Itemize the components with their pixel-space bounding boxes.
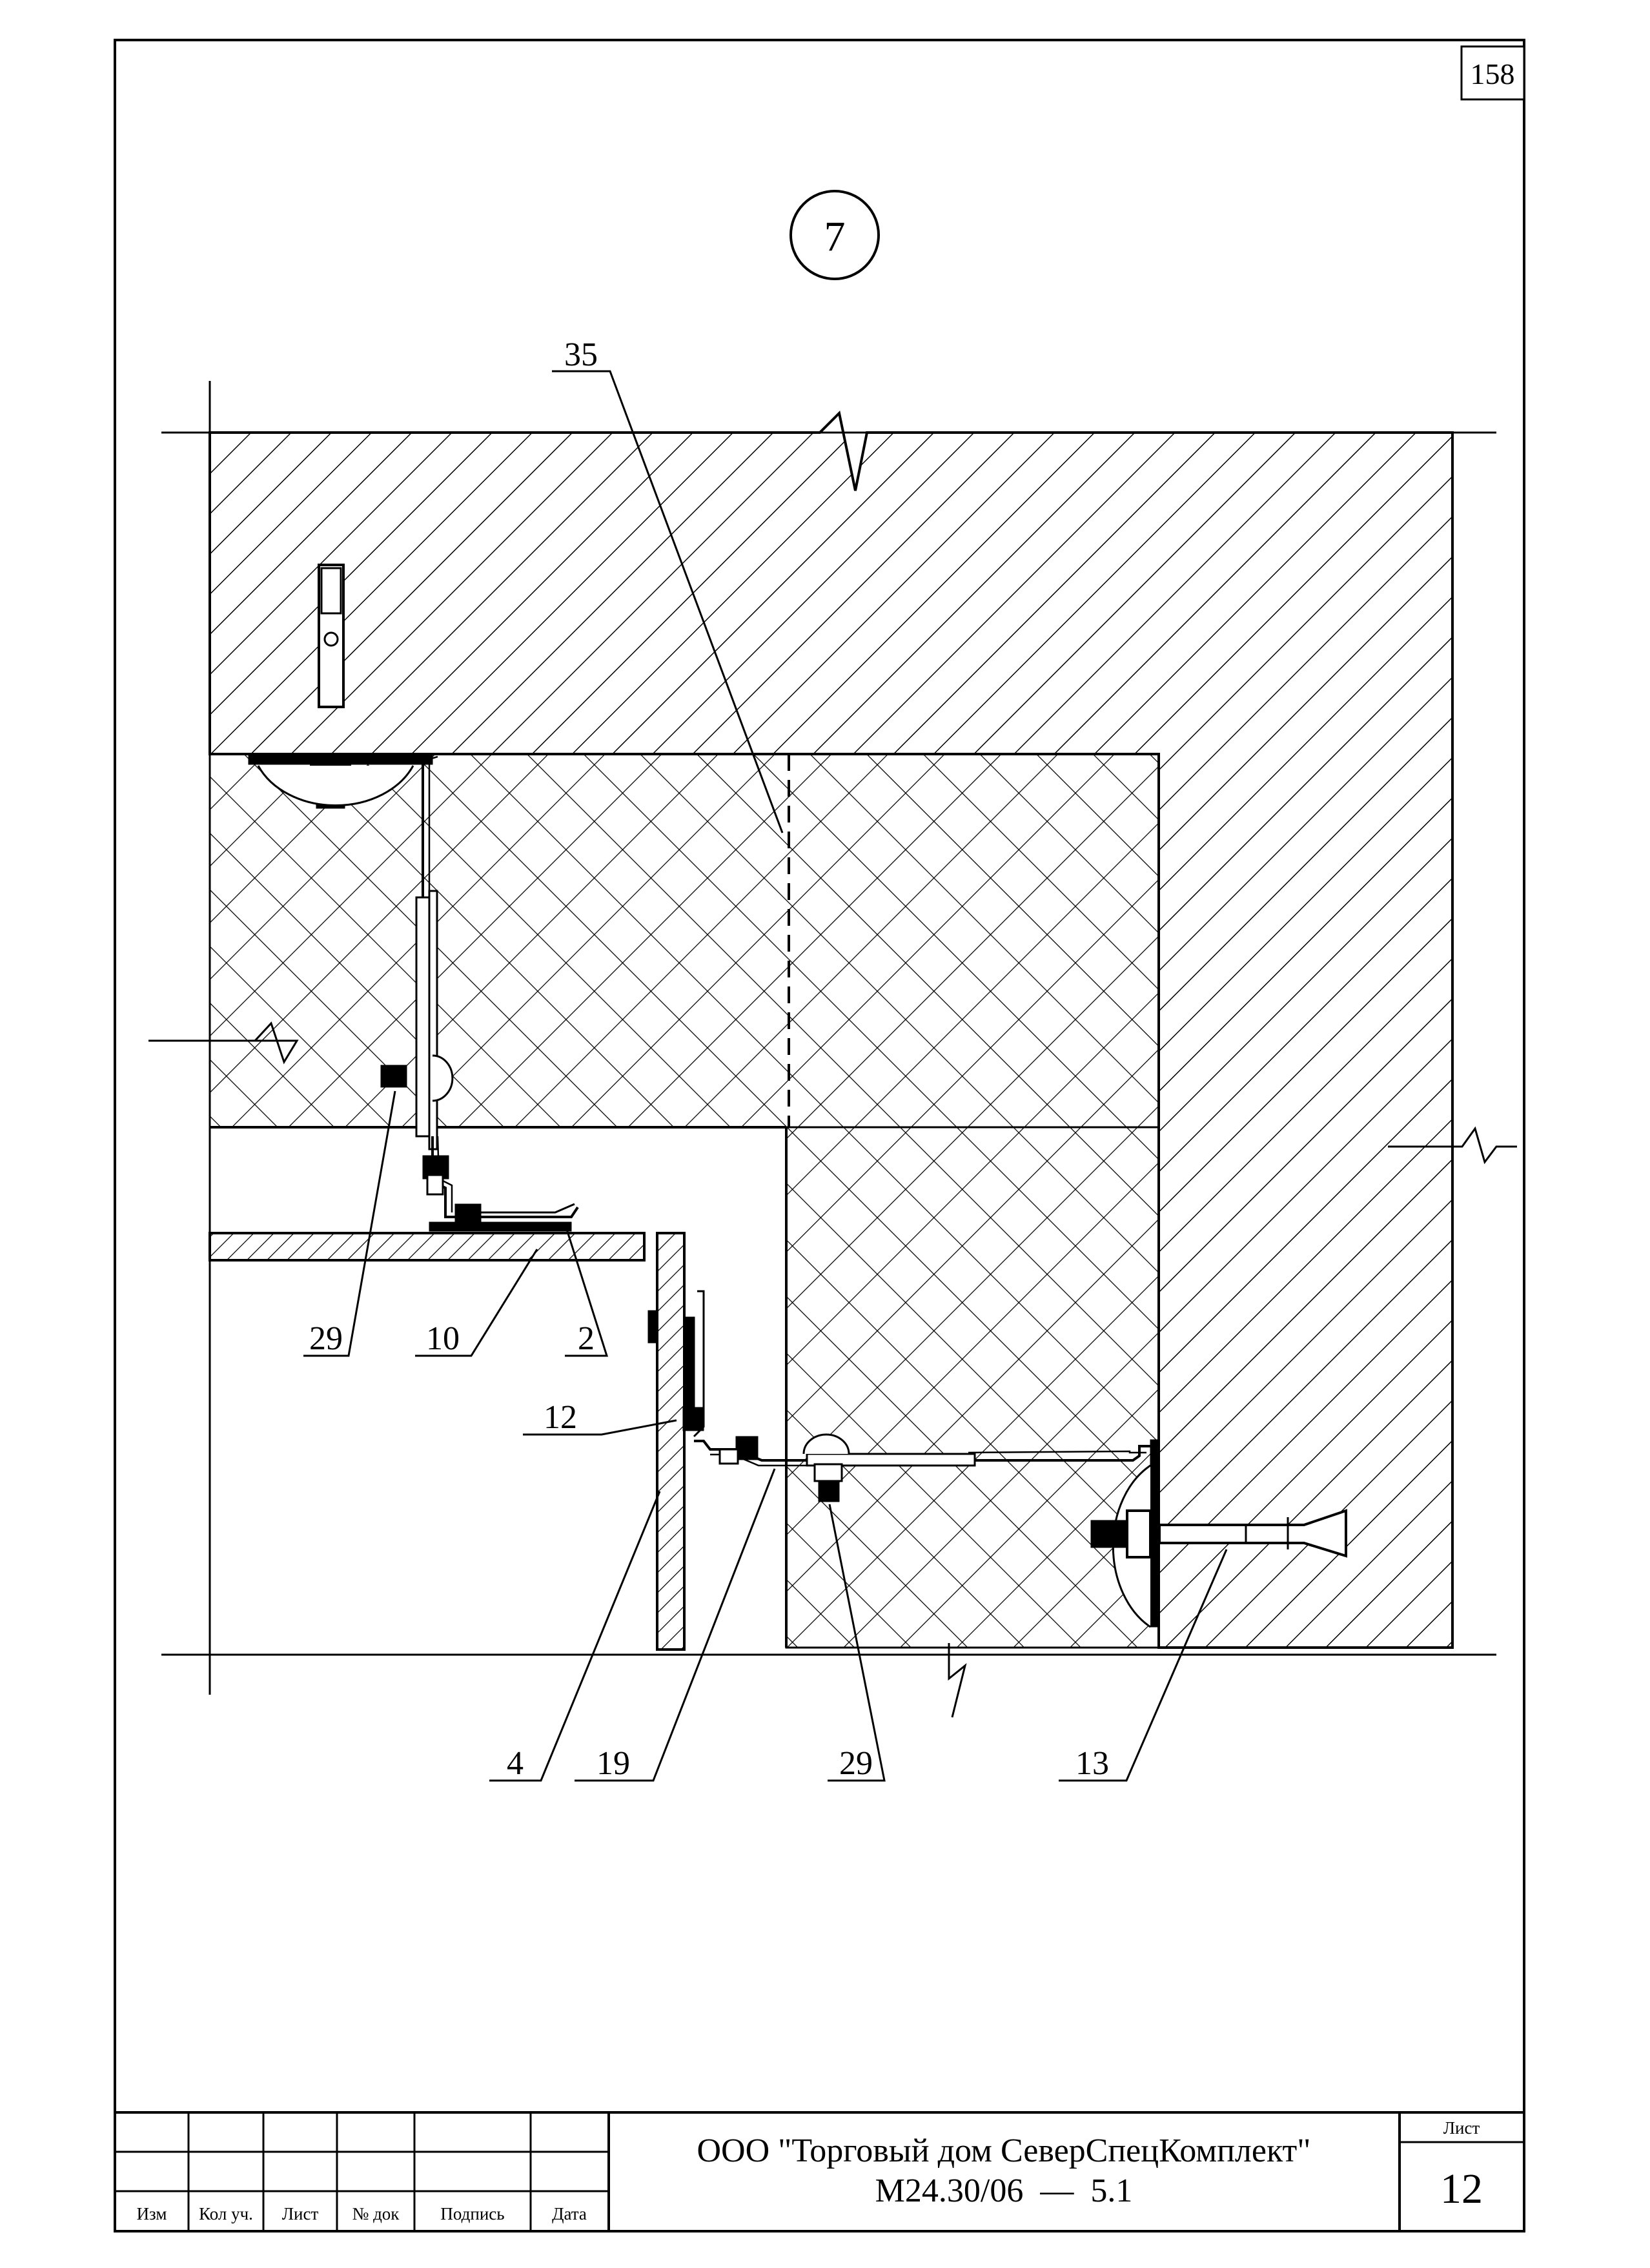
callout-29-left: 29 (309, 1320, 343, 1357)
column-rev: Изм (137, 2204, 167, 2223)
column-qty: Кол уч. (199, 2204, 253, 2223)
lower-bracket-assembly (647, 1290, 1347, 1628)
archive-page-number: 158 (1471, 57, 1515, 90)
column-doc-no: № док (352, 2204, 400, 2223)
callout-29-bottom: 29 (839, 1745, 873, 1782)
callout-13: 13 (1075, 1745, 1109, 1782)
column-sheet: Лист (282, 2204, 319, 2223)
detail-marker: 7 (789, 190, 880, 280)
callout-19: 19 (596, 1745, 630, 1782)
archive-page-number-box: 158 (1460, 45, 1525, 101)
insulation-lower (785, 1126, 1160, 1649)
callout-35: 35 (564, 336, 598, 373)
cladding-panel-vertical (656, 1232, 686, 1651)
air-gap-corner (210, 1127, 786, 1648)
sheet-label: Лист (1443, 2118, 1480, 2138)
callout-2: 2 (578, 1320, 595, 1357)
company-name: ООО "Торговый дом СеверСпецКомплект" (697, 2132, 1310, 2169)
detail-number: 7 (824, 213, 846, 260)
column-signature: Подпись (440, 2204, 504, 2223)
callout-4: 4 (507, 1745, 524, 1782)
upper-bracket-assembly (248, 564, 579, 1232)
column-date: Дата (552, 2204, 587, 2223)
leader-lines (303, 370, 1228, 1782)
document-code: М24.30/06 — 5.1 (875, 2172, 1133, 2209)
cladding-panel-horizontal (209, 1232, 646, 1262)
callout-12: 12 (544, 1399, 577, 1436)
break-lines (148, 381, 1517, 1718)
title-block (114, 2111, 1525, 2232)
sheet-number: 12 (1440, 2165, 1483, 2212)
callout-10: 10 (426, 1320, 460, 1357)
insulation-upper (209, 753, 1160, 1129)
